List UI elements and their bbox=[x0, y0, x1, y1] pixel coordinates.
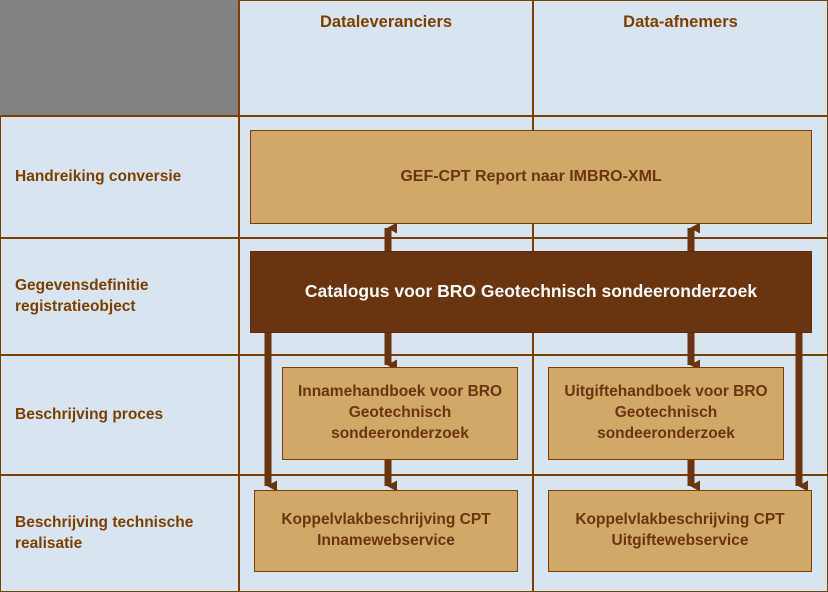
box-koppelvlak-uitgifte[interactable]: Koppelvlakbeschrijving CPT Uitgiftewebse… bbox=[548, 490, 812, 572]
column-header-data-afnemers: Data-afnemers bbox=[533, 0, 828, 116]
grid-corner-cell bbox=[0, 0, 239, 116]
column-header-data-afnemers-label: Data-afnemers bbox=[623, 13, 738, 31]
box-uitgiftehandboek[interactable]: Uitgiftehandboek voor BRO Geotechnisch s… bbox=[548, 367, 784, 460]
row-label-beschrijving-proces: Beschrijving proces bbox=[0, 355, 239, 475]
row-label-gegevensdefinitie: Gegevensdefinitie registratieobject bbox=[0, 238, 239, 355]
box-gef-cpt-report[interactable]: GEF-CPT Report naar IMBRO-XML bbox=[250, 130, 812, 224]
box-koppelvlak-inname[interactable]: Koppelvlakbeschrijving CPT Innamewebserv… bbox=[254, 490, 518, 572]
box-innamehandboek[interactable]: Innamehandboek voor BRO Geotechnisch son… bbox=[282, 367, 518, 460]
column-header-dataleveranciers: Dataleveranciers bbox=[239, 0, 533, 116]
row-label-beschrijving-technische-realisatie-text: Beschrijving technische realisatie bbox=[15, 513, 194, 552]
row-label-gegevensdefinitie-text: Gegevensdefinitie registratieobject bbox=[15, 276, 149, 315]
column-header-dataleveranciers-label: Dataleveranciers bbox=[319, 13, 453, 31]
row-label-handreiking-conversie-text: Handreiking conversie bbox=[15, 167, 182, 185]
row-label-beschrijving-technische-realisatie: Beschrijving technische realisatie bbox=[0, 475, 239, 592]
row-label-handreiking-conversie: Handreiking conversie bbox=[0, 116, 239, 238]
row-label-beschrijving-proces-text: Beschrijving proces bbox=[15, 405, 164, 423]
box-catalogus[interactable]: Catalogus voor BRO Geotechnisch sondeero… bbox=[250, 251, 812, 333]
